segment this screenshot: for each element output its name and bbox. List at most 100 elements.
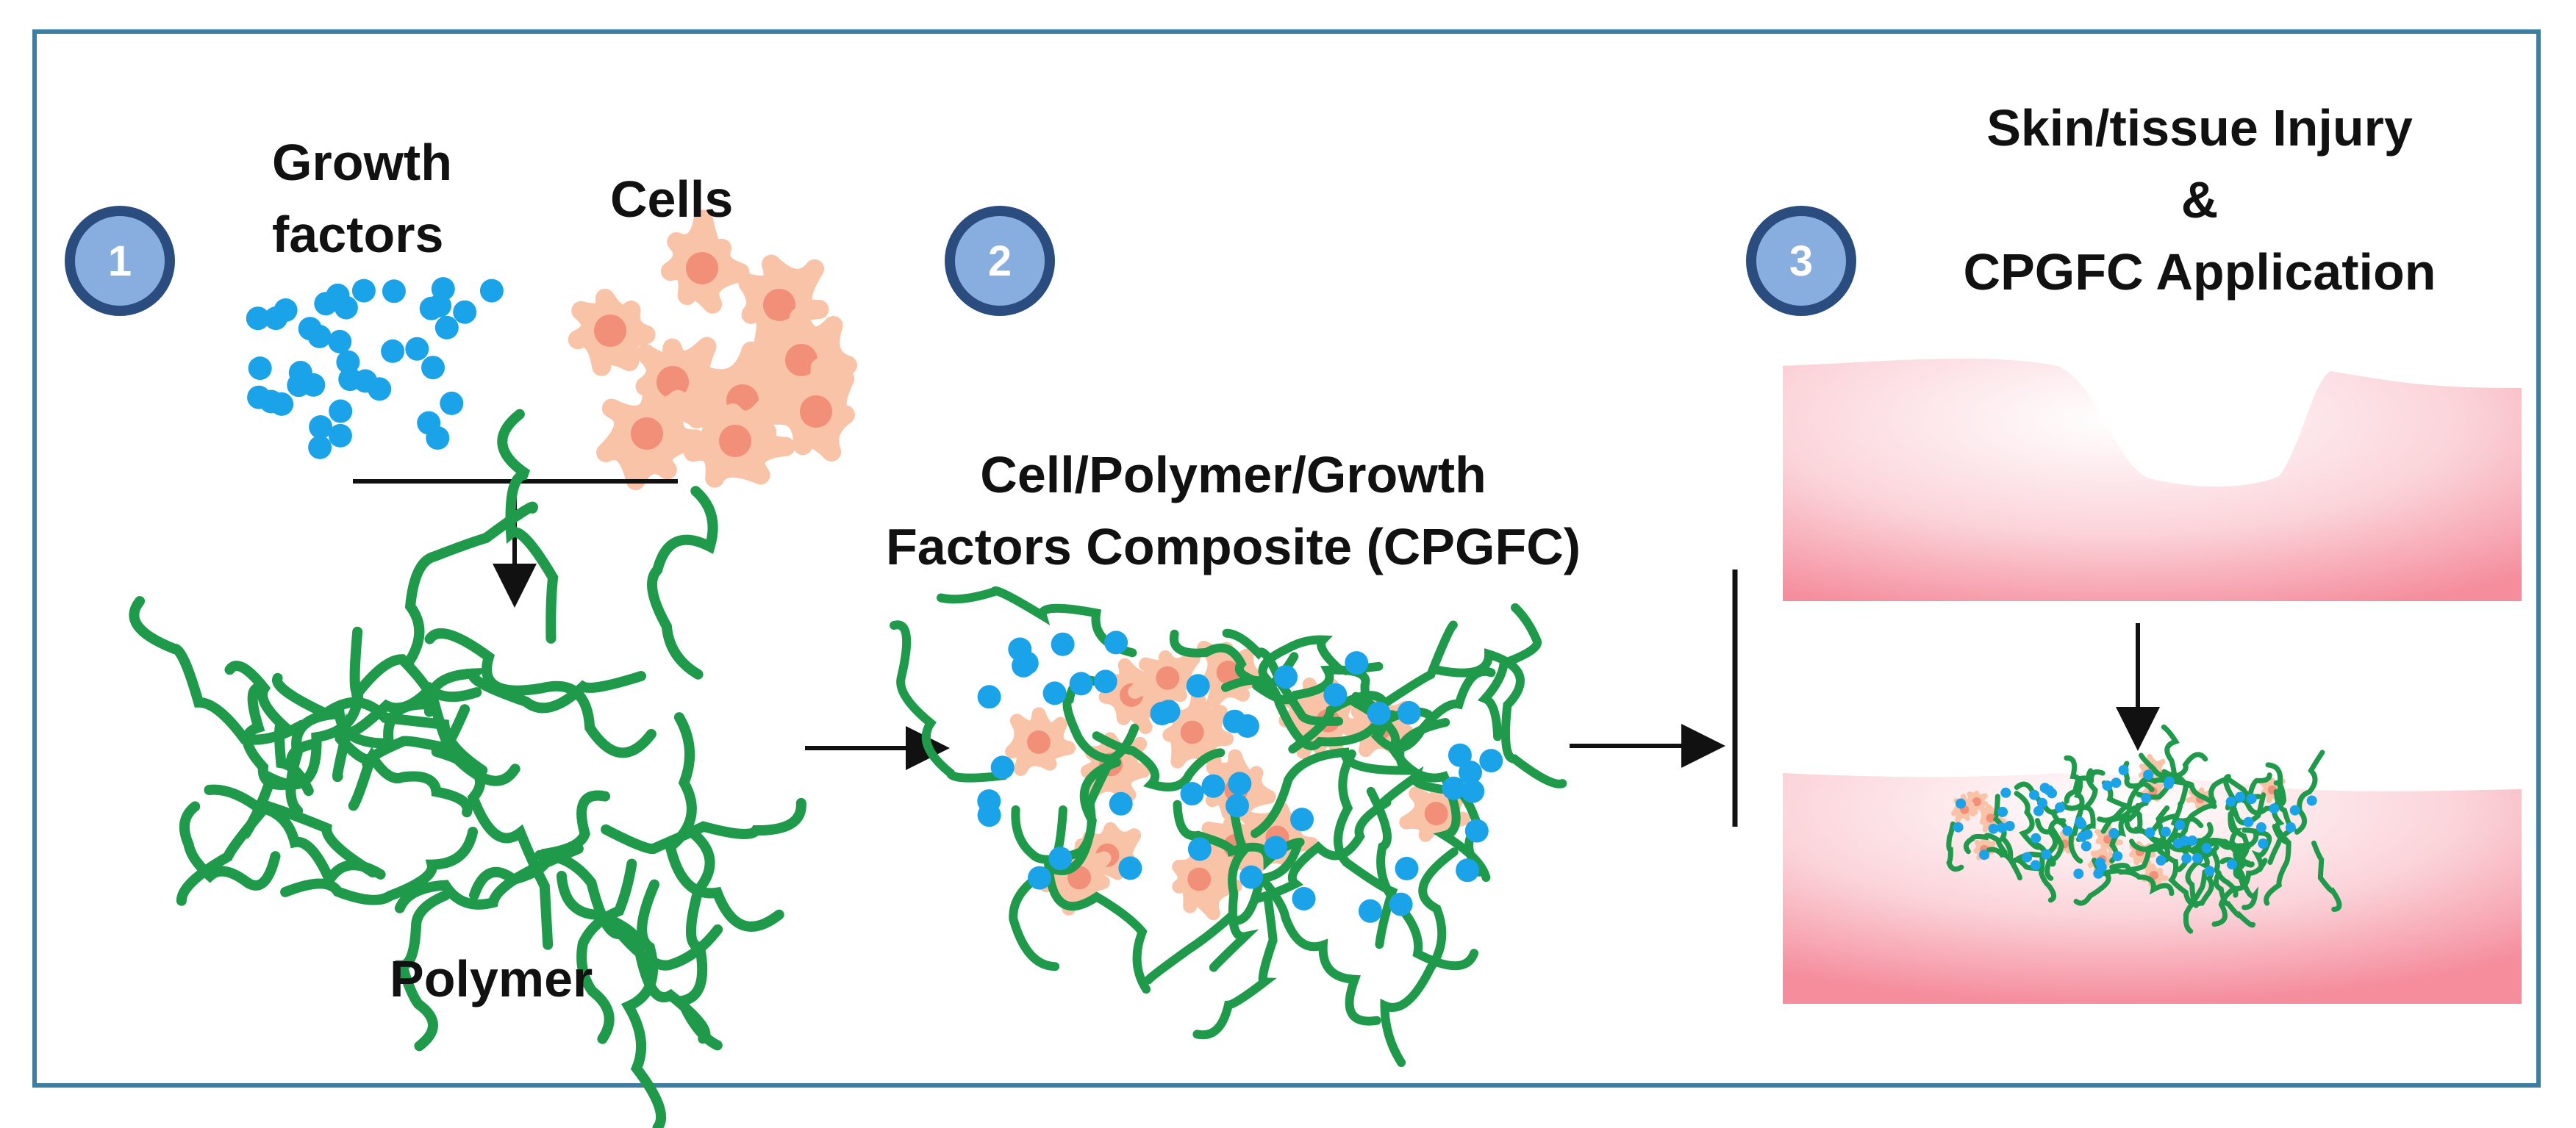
growth-factor-dot (314, 292, 338, 316)
polymer-strand (1350, 698, 1491, 883)
growth-factor-dot (2269, 803, 2280, 814)
growth-factor-dot (1397, 701, 1421, 725)
polymer-strand (2109, 838, 2165, 874)
polymer-network (129, 409, 806, 1128)
growth-factor-dot (338, 367, 362, 392)
growth-factor-dot (2306, 795, 2317, 806)
growth-factor-dot (247, 385, 271, 409)
growth-factor-dot (1187, 837, 1212, 861)
polymer-strand (1963, 833, 2008, 855)
growth-factor-dot (2289, 805, 2300, 816)
growth-factor-dot (2112, 851, 2123, 862)
polymer-strand (1477, 603, 1542, 741)
cell (1128, 650, 1201, 718)
growth-factor-dot (1223, 709, 1247, 733)
composite-network (890, 586, 1567, 1067)
growth-factor-particles (246, 277, 504, 459)
growth-factor-dot (329, 399, 353, 423)
growth-factor-dot (2179, 836, 2190, 847)
growth-factor-dot (2000, 787, 2011, 798)
growth-factor-dot (2155, 855, 2167, 866)
growth-factor-dot (2258, 838, 2269, 849)
growth-factor-dot (1448, 743, 1472, 767)
growth-factor-dot (2246, 794, 2257, 805)
growth-factor-dot (1395, 857, 1419, 880)
growth-factor-dot (1290, 808, 1314, 832)
cell (765, 358, 855, 462)
growth-factor-dot (1201, 774, 1226, 798)
growth-factor-dot (1345, 651, 1369, 675)
growth-factor-dot (270, 392, 294, 416)
growth-factor-dot (1479, 749, 1503, 773)
growth-factor-dot (1239, 865, 1263, 889)
polymer-strand (1252, 665, 1397, 719)
growth-factor-dot (351, 279, 376, 303)
growth-factor-dot (2033, 805, 2044, 816)
growth-factor-dot (1150, 702, 1174, 725)
growth-factor-dot (1956, 798, 1967, 809)
growth-factor-dot (1459, 761, 1482, 784)
polymer-strand (424, 628, 656, 758)
growth-factor-dot (426, 426, 450, 450)
growth-factor-dot (2163, 779, 2174, 789)
growth-factor-dot (308, 435, 332, 459)
growth-factor-dot (977, 685, 1001, 709)
growth-factor-dot (1012, 653, 1036, 678)
growth-factor-dot (2187, 835, 2198, 846)
growth-factor-dot (2076, 819, 2087, 830)
growth-factor-dot (336, 350, 360, 374)
growth-factor-dot (2073, 869, 2084, 879)
growth-factor-dot (1456, 858, 1480, 883)
growth-factor-dot (1367, 701, 1391, 725)
growth-factor-dot (381, 339, 405, 363)
cell (568, 288, 656, 376)
growth-factor-dot (2285, 822, 2296, 833)
polymer-strand (469, 790, 611, 901)
polymer-strand (1946, 821, 1964, 872)
growth-factor-dot (309, 415, 333, 439)
growth-factor-dot (382, 279, 406, 303)
growth-factor-dot (2175, 819, 2186, 830)
growth-factor-dot (428, 293, 451, 317)
growth-factor-dot (434, 315, 459, 340)
polymer-strand (2213, 870, 2256, 928)
growth-factor-dot (246, 306, 270, 331)
injured-tissue (1783, 358, 2522, 601)
growth-factor-dot (1997, 822, 2008, 833)
polymer-strand (1011, 758, 1115, 864)
polymer-strand (1432, 648, 1567, 788)
growth-factor-dot (1292, 887, 1316, 910)
growth-factor-dot (287, 373, 311, 398)
growth-factor-dot (2235, 791, 2246, 802)
cell (683, 398, 795, 488)
growth-factor-dot (2037, 797, 2047, 808)
composite-label: Cell/Polymer/Growth Factors Composite (C… (886, 446, 1581, 575)
growth-factor-dot (307, 324, 332, 348)
growth-factor-dot (1358, 899, 1382, 923)
growth-factor-dot (2081, 841, 2092, 852)
polymer-strand (1251, 718, 1450, 838)
polymer-strand (890, 620, 1009, 783)
step-2-badge: 2 (945, 206, 1055, 316)
growth-factor-dot (1464, 819, 1489, 843)
growth-factor-dot (1274, 665, 1298, 689)
polymer-strand (646, 486, 718, 680)
polymer-strand (664, 712, 784, 932)
step-1-badge: 1 (65, 206, 175, 316)
polymer-strand (2100, 868, 2175, 897)
growth-factor-dot (2039, 783, 2050, 794)
growth-factor-dot (1069, 672, 1093, 696)
cpgfc-patch (1946, 724, 2342, 934)
polymer-strand (2157, 848, 2205, 907)
growth-factor-dot (2181, 853, 2192, 864)
polymer-strand (395, 890, 451, 1052)
polymer-strand (2034, 818, 2064, 881)
growth-factor-dot (1988, 823, 1999, 834)
growth-factor-dot (273, 298, 298, 322)
polymer-strand (2265, 762, 2291, 845)
cell (1197, 641, 1271, 708)
growth-factor-dot (2004, 821, 2015, 831)
growth-factor-dot (2041, 849, 2052, 860)
growth-factor-dot (328, 423, 352, 448)
polymer-strand (2197, 849, 2214, 906)
